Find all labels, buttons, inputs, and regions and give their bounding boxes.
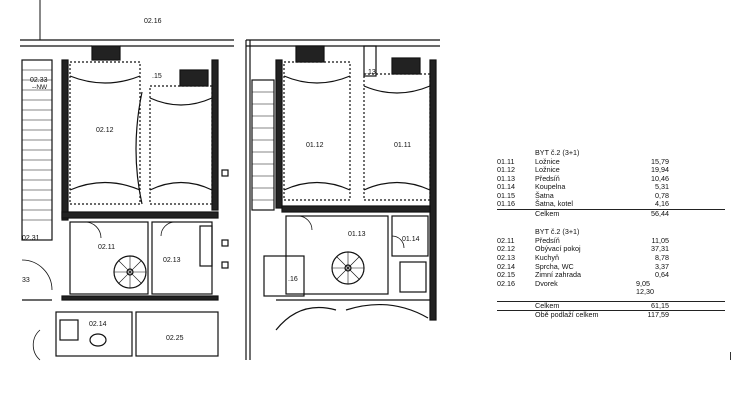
room-label: 02.14 — [89, 321, 107, 328]
plan-right — [245, 39, 440, 360]
room-label: 02.25 — [166, 335, 184, 342]
room-label: 01.14 — [402, 236, 420, 243]
room-labels-left: 02.16 02.33 --NW .15 02.12 02.31 02.11 0… — [22, 18, 184, 342]
plan-left — [20, 0, 234, 361]
table-row: 12,30 — [636, 287, 654, 297]
room-label: .13 — [366, 69, 376, 76]
room-label: 01.11 — [394, 142, 411, 149]
edge-mark — [730, 352, 731, 360]
room-label: .15 — [152, 73, 162, 80]
room-label: 33 — [22, 277, 30, 284]
room-label: 02.16 — [144, 18, 162, 25]
room-label: 01.13 — [348, 231, 366, 238]
apartment-2-title: BYT č.2 (3+1) — [535, 227, 580, 237]
room-label: 01.12 — [306, 142, 324, 149]
room-label: 02.31 — [22, 235, 40, 242]
room-label: --NW — [32, 84, 48, 91]
room-label: 02.11 — [98, 244, 115, 251]
room-label: .16 — [288, 276, 298, 283]
room-label: 02.13 — [163, 257, 181, 264]
room-label: 02.12 — [96, 127, 114, 134]
room-label: 02.33 — [30, 77, 48, 84]
room-labels-right: .13 01.12 01.11 01.13 01.14 .16 — [288, 69, 420, 283]
apartment-1-title: BYT č.2 (3+1) — [535, 148, 580, 157]
